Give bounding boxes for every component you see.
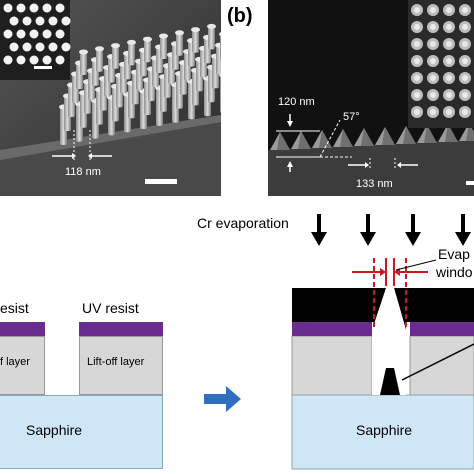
- process-arrow-icon: [204, 386, 241, 412]
- sapphire-label-left: Sapphire: [26, 422, 83, 438]
- uv-resist-left-a: [0, 322, 45, 336]
- liftoff-layer-left-b: [79, 336, 163, 395]
- sem-image-cross-section: 120 nm 57° 133 nm: [268, 0, 474, 196]
- pillar-width-label: 118 nm: [65, 166, 101, 178]
- evaporation-window-label-line2: windo: [436, 264, 473, 280]
- sem-image-nanopillars: 118 nm: [0, 0, 221, 196]
- deposition-stack-right: [291, 258, 474, 470]
- liftoff-layer-left-a: [0, 336, 45, 395]
- sem-image-left-graphic: [0, 0, 221, 196]
- liftoff-label-partial: f layer: [0, 356, 30, 368]
- cone-height-label: 120 nm: [278, 96, 315, 108]
- uv-resist-left-b: [79, 322, 163, 336]
- uv-resist-label: UV resist: [82, 300, 139, 316]
- cone-gap-label: 133 nm: [356, 178, 393, 190]
- evaporation-window-label-line1: Evap: [438, 246, 470, 262]
- sem-image-right-graphic: [268, 0, 474, 196]
- cr-evaporation-label: Cr evaporation: [197, 215, 289, 231]
- cone-angle-label: 57°: [343, 111, 360, 123]
- liftoff-label: Lift-off layer: [87, 356, 145, 368]
- uv-resist-label-partial: esist: [0, 300, 29, 316]
- evaporation-arrows: [311, 214, 471, 246]
- sapphire-substrate-left: [0, 395, 163, 469]
- sapphire-label-right: Sapphire: [356, 422, 413, 438]
- panel-label-b: (b): [227, 5, 253, 27]
